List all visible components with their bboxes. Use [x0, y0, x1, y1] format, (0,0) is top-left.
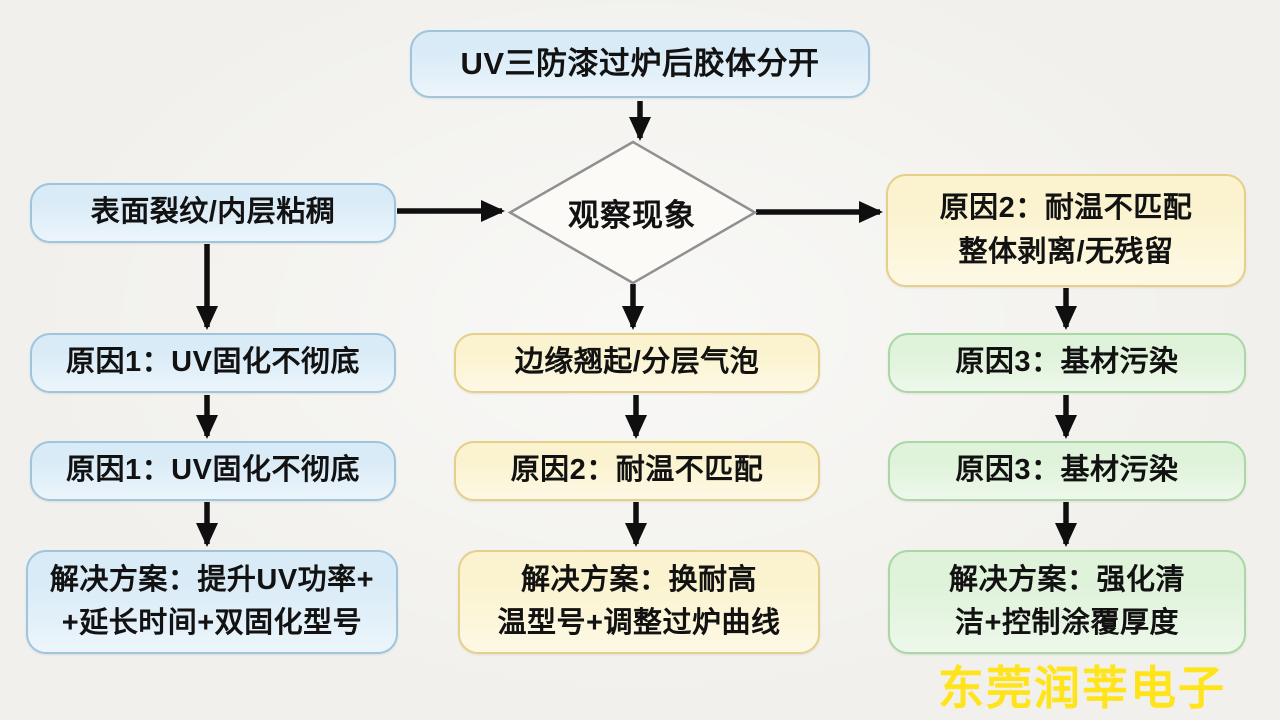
right-cause1-node: 原因3：基材污染 [888, 333, 1246, 393]
middle-solution-node: 解决方案：换耐高 温型号+调整过炉曲线 [458, 550, 820, 654]
middle-cause-node: 原因2：耐温不匹配 [454, 441, 820, 501]
left-phenomenon-node: 表面裂纹/内层粘稠 [30, 183, 396, 243]
start-node: UV三防漆过炉后胶体分开 [410, 30, 870, 98]
watermark-text: 东莞润莘电子 [938, 662, 1226, 714]
left-solution-node: 解决方案：提升UV功率+ +延长时间+双固化型号 [26, 550, 398, 654]
right-phenomenon-node: 原因2：耐温不匹配 整体剥离/无残留 [886, 174, 1246, 287]
right-solution-node: 解决方案：强化清 洁+控制涂覆厚度 [888, 550, 1246, 654]
decision-node-label: 观察现象 [568, 198, 696, 233]
left-cause2-node: 原因1：UV固化不彻底 [30, 441, 396, 501]
right-cause2-node: 原因3：基材污染 [888, 441, 1246, 501]
middle-phenomenon-node: 边缘翘起/分层气泡 [454, 333, 820, 393]
left-cause1-node: 原因1：UV固化不彻底 [30, 333, 396, 393]
